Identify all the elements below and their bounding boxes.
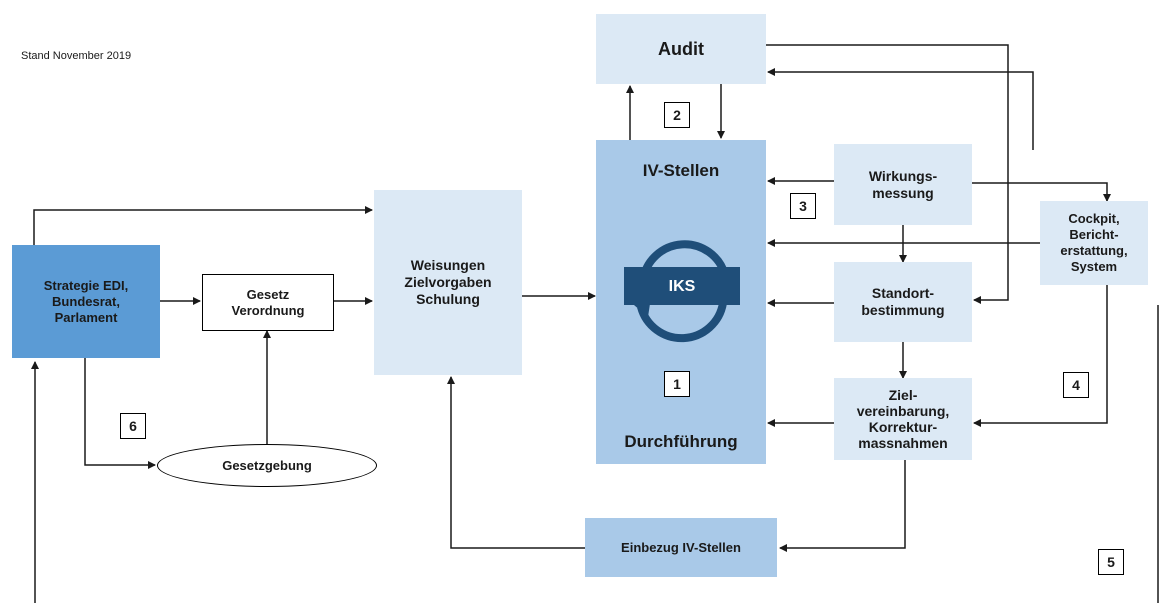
zielvereinbarung-label: Ziel- vereinbarung, Korrektur- massnahme… xyxy=(856,387,950,451)
einbezug-label: Einbezug IV-Stellen xyxy=(621,540,741,555)
marker-2: 2 xyxy=(664,102,690,128)
iks-label: IKS xyxy=(668,277,696,295)
marker-6: 6 xyxy=(120,413,146,439)
standortbestimmung-box: Standort- bestimmung xyxy=(834,262,972,342)
gesetzgebung-ellipse: Gesetzgebung xyxy=(157,444,377,487)
iks-band: IKS xyxy=(624,267,740,305)
durchfuehrung-label: Durchführung xyxy=(624,432,738,451)
standortbestimmung-label: Standort- bestimmung xyxy=(861,285,945,318)
wirkungsmessung-label: Wirkungs- messung xyxy=(868,167,938,201)
marker-3: 3 xyxy=(790,193,816,219)
iv-stellen-label: IV-Stellen xyxy=(642,161,720,180)
audit-box: Audit xyxy=(596,14,766,84)
strategie-box: Strategie EDI, Bundesrat, Parlament xyxy=(12,245,160,358)
einbezug-box: Einbezug IV-Stellen xyxy=(585,518,777,577)
marker-4: 4 xyxy=(1063,372,1089,398)
cockpit-label: Cockpit, Bericht- erstattung, System xyxy=(1060,211,1128,274)
stand-date-label: Stand November 2019 xyxy=(21,50,132,62)
weisungen-label: Weisungen Zielvorgaben Schulung xyxy=(404,257,492,307)
iv-stellen-box: IV-Stellen IKS Durchführung xyxy=(596,140,766,464)
audit-label: Audit xyxy=(658,38,704,59)
strategie-label: Strategie EDI, Bundesrat, Parlament xyxy=(43,277,129,325)
weisungen-box: Weisungen Zielvorgaben Schulung xyxy=(374,190,522,375)
gesetz-box: Gesetz Verordnung xyxy=(202,274,334,331)
gesetz-label: Gesetz Verordnung xyxy=(231,286,305,318)
marker-5: 5 xyxy=(1098,549,1124,575)
zielvereinbarung-box: Ziel- vereinbarung, Korrektur- massnahme… xyxy=(834,378,972,460)
cockpit-box: Cockpit, Bericht- erstattung, System xyxy=(1040,201,1148,285)
marker-1: 1 xyxy=(664,371,690,397)
gesetzgebung-label: Gesetzgebung xyxy=(222,458,312,473)
wirkungsmessung-box: Wirkungs- messung xyxy=(834,144,972,225)
